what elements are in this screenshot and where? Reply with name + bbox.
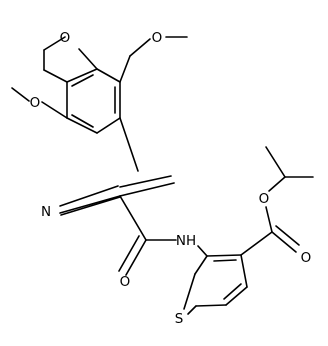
ring-bond (66, 117, 98, 134)
ester-o-bond (265, 206, 273, 233)
aromatic-inner-bond (71, 74, 94, 87)
nitrile-bond (59, 195, 121, 214)
nitrile-nitrogen-label: N (41, 204, 51, 220)
ring-bond (96, 117, 121, 134)
ester-bond (240, 231, 273, 256)
thiophene-bond (195, 304, 227, 307)
thiophene-bond (225, 286, 248, 306)
thiophene-bond (187, 305, 197, 315)
bond-layer (11, 36, 314, 315)
amide-carbonyl-bond (118, 235, 140, 272)
methoxy-bond (11, 87, 30, 102)
thiophene-sulfur-label: S (175, 311, 184, 327)
methoxy-oxygen-label: O (152, 30, 163, 46)
amide-nh-label: NH (176, 233, 196, 249)
vinyl-double-bond (119, 175, 172, 188)
ester-carbonyl-bond (275, 225, 300, 246)
thiophene-bond (194, 255, 208, 275)
thiophene-bond (223, 283, 242, 300)
methoxy-bond (129, 38, 151, 57)
nitrile-triple-bond (60, 196, 121, 216)
vinyl-double-bond (119, 182, 175, 197)
methoxy-bond (119, 55, 131, 83)
isopropyl-bond (265, 146, 286, 178)
amide-nh-bond (197, 245, 208, 257)
ester-oxygen-label: O (259, 191, 270, 207)
atom-label-layer: O O O N O NH O O S (30, 30, 312, 327)
thiophene-bond (240, 254, 248, 288)
ester-o-bond (268, 176, 286, 192)
amide-carbonyl-bond (125, 239, 147, 276)
methoxy-oxygen-label: O (30, 95, 41, 111)
nitrile-triple-bond (59, 185, 119, 207)
vinyl-single-bond (119, 117, 139, 172)
methoxy-bond (41, 101, 68, 119)
ester-carbonyl-bond (271, 231, 297, 253)
methoxy-bond (43, 69, 68, 83)
amide-bond (119, 195, 147, 241)
ester-carbonyl-oxygen-label: O (301, 250, 312, 266)
methoxy-oxygen-label: O (60, 30, 71, 46)
ring-bond (66, 68, 98, 83)
aromatic-inner-bond (71, 114, 94, 128)
thiophene-bond (206, 254, 242, 257)
thiophene-bond (183, 273, 196, 310)
ring-bond (96, 68, 121, 83)
thiophene-bond (213, 259, 237, 262)
methoxy-bond (43, 36, 66, 51)
methoxy-bond (78, 48, 98, 70)
amide-oxygen-label: O (120, 274, 131, 290)
